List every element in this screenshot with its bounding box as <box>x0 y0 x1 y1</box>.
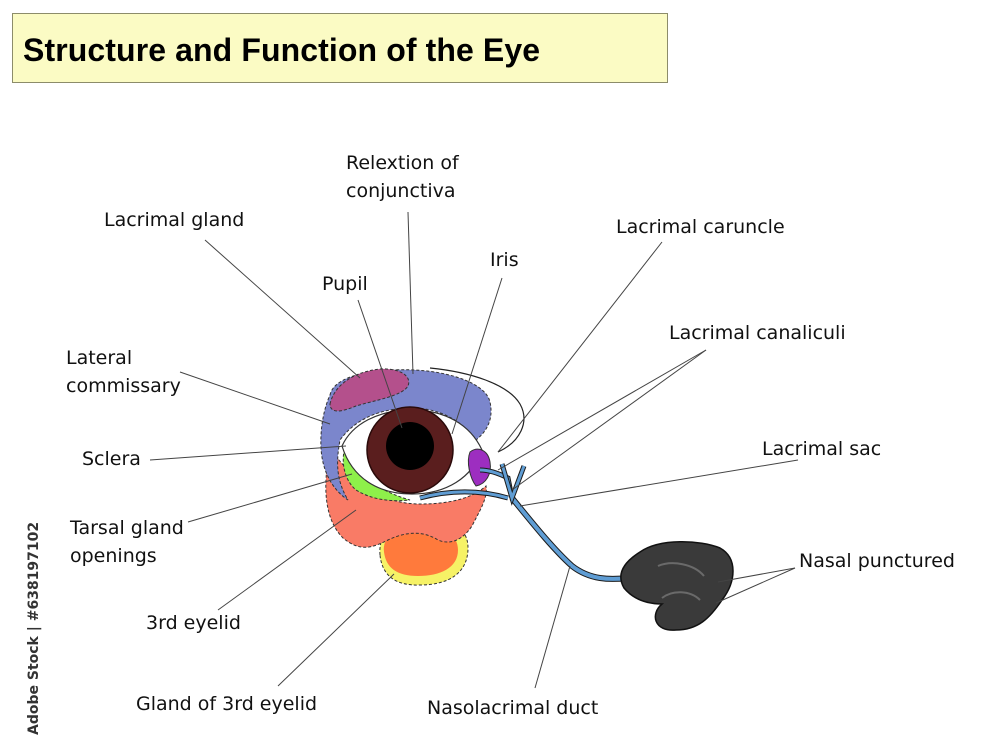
label-pupil: Pupil <box>322 273 368 295</box>
leader-relexion <box>407 211 414 375</box>
label-lacrimal-canaliculi: Lacrimal canaliculi <box>669 322 846 344</box>
nasal-structure-detail-2 <box>661 591 701 601</box>
pupil-shape <box>386 422 434 470</box>
third-eyelid-shape <box>325 448 487 548</box>
title-box: Structure and Function of the Eye <box>12 13 668 83</box>
label-lacrimal-sac: Lacrimal sac <box>762 438 882 460</box>
nasal-structure-detail <box>657 562 705 577</box>
label-nasolacrimal-duct: Nasolacrimal duct <box>427 697 599 719</box>
label-tarsal-line1: Tarsal gland <box>70 517 184 539</box>
label-lateral-line2: commissary <box>66 375 181 397</box>
leader-lines <box>149 211 799 689</box>
lacrimal-sac-fork-fill <box>500 463 526 503</box>
label-lacrimal-caruncle: Lacrimal caruncle <box>616 216 785 238</box>
leader-sclera <box>149 445 347 461</box>
label-nasal-punctured: Nasal punctured <box>799 550 955 572</box>
leader-nasolacrimal <box>534 565 571 689</box>
leader-lacrimal-sac <box>519 459 799 507</box>
stock-credit: Adobe Stock | #638197102 <box>26 521 42 735</box>
leader-iris <box>451 277 503 435</box>
leader-tarsal <box>187 473 353 523</box>
leader-canaliculi-2 <box>511 349 707 491</box>
label-gland-third-eyelid: Gland of 3rd eyelid <box>136 693 318 715</box>
label-sclera: Sclera <box>82 448 141 470</box>
label-iris: Iris <box>490 249 519 271</box>
leader-canaliculi-1 <box>497 349 707 471</box>
leader-pupil <box>357 299 403 429</box>
lacrimal-canaliculi-shape <box>429 367 525 453</box>
label-third-eyelid: 3rd eyelid <box>146 612 241 634</box>
label-lacrimal-gland: Lacrimal gland <box>104 209 245 231</box>
label-relexion-line2: conjunctiva <box>346 180 456 202</box>
gland-third-eyelid-inner <box>383 529 458 576</box>
lacrimal-gland-shape <box>329 368 410 412</box>
label-relexion-line1: Relextion of <box>346 152 459 174</box>
leader-gland-third-eyelid <box>277 573 395 687</box>
lacrimal-caruncle-shape <box>467 448 491 487</box>
nasal-structure-shape <box>620 541 734 631</box>
label-tarsal-line2: openings <box>70 545 157 567</box>
leader-third-eyelid <box>217 509 357 611</box>
leader-lateral <box>179 371 331 425</box>
page-title: Structure and Function of the Eye <box>23 32 541 68</box>
leader-lacrimal-gland <box>204 239 361 379</box>
leader-lacrimal-caruncle <box>497 241 663 453</box>
leader-nasal-1 <box>717 567 796 583</box>
lacrimal-canaliculi-lower-fill <box>419 490 509 500</box>
nasolacrimal-duct-fill <box>510 496 629 581</box>
leader-nasal-2 <box>715 567 796 604</box>
label-lateral-line1: Lateral <box>66 347 133 369</box>
